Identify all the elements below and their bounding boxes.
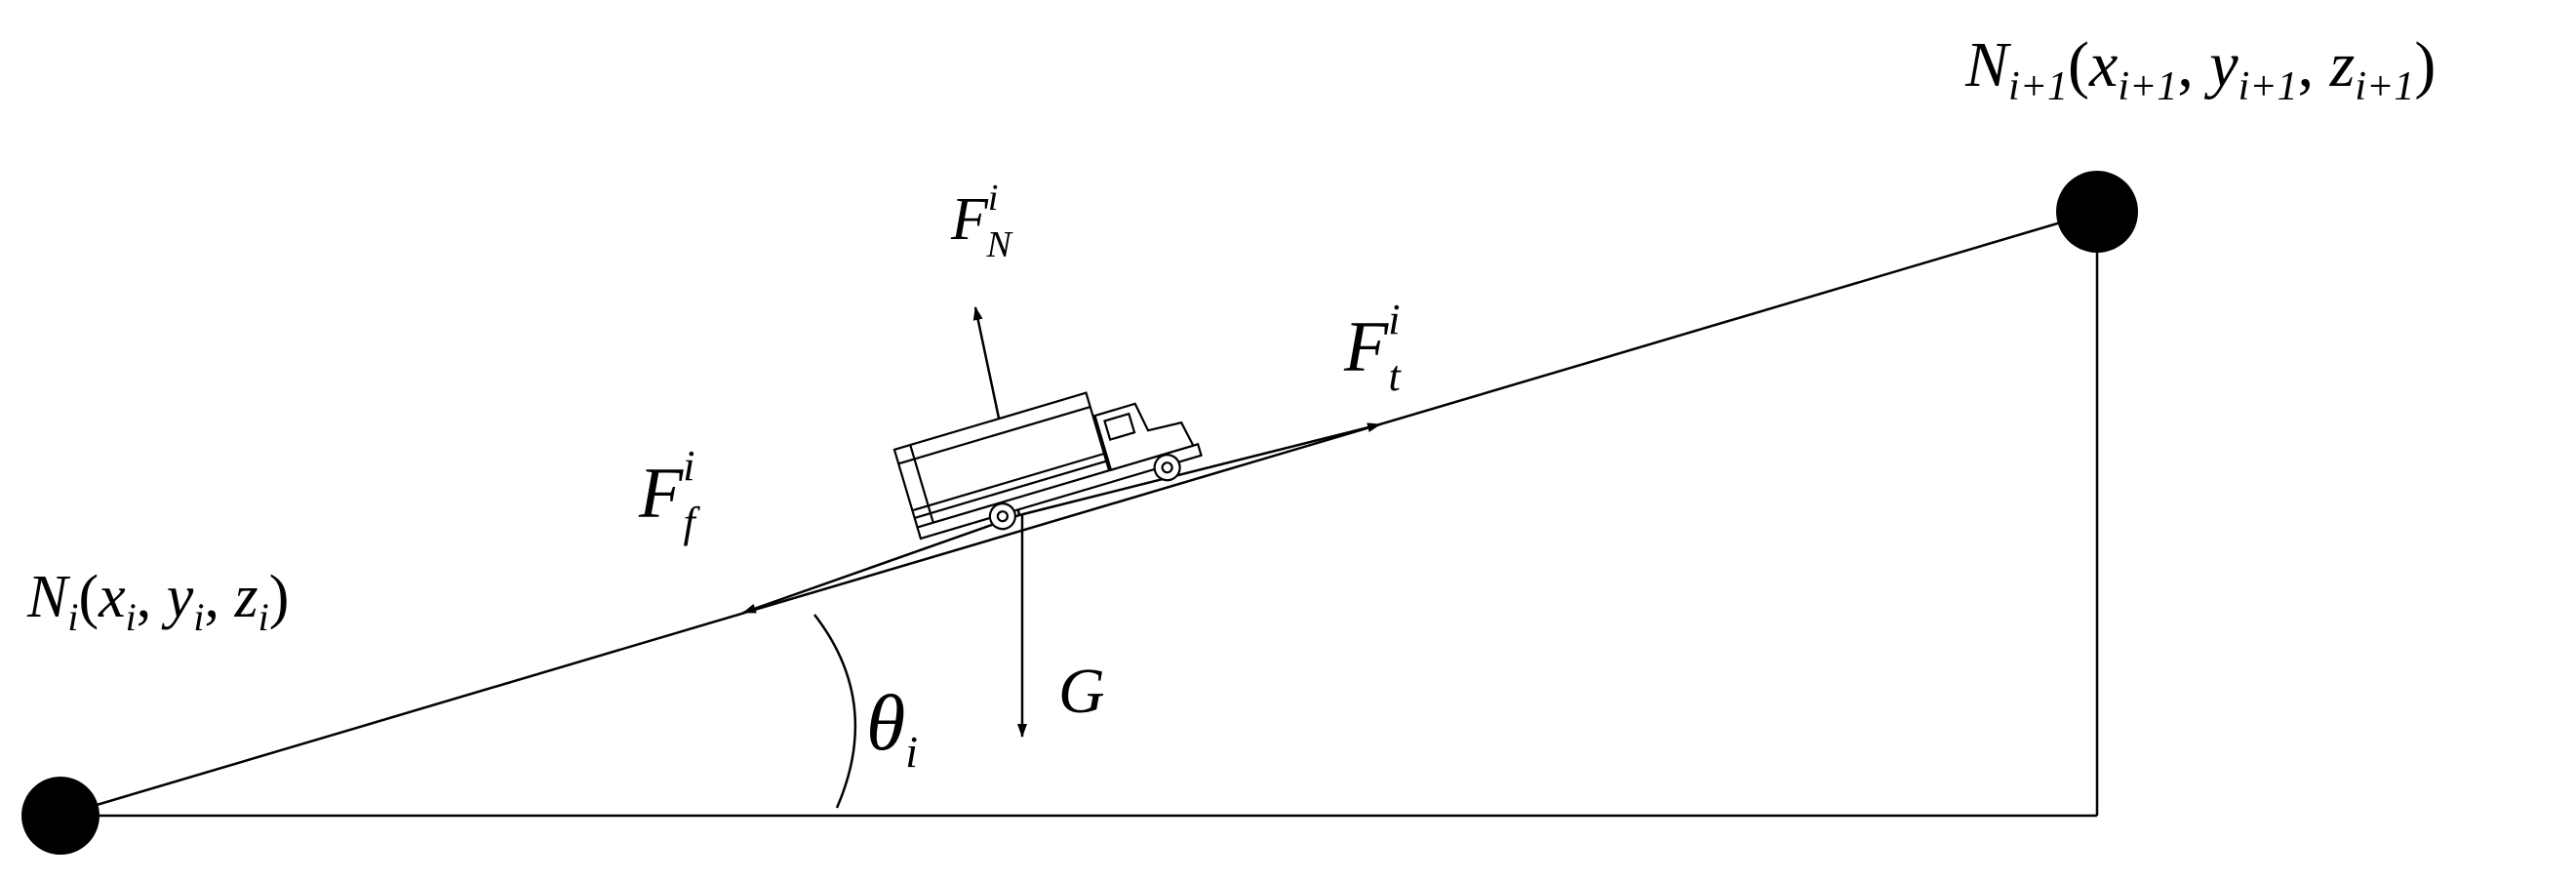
angle-arc (813, 614, 857, 809)
friction-force-arrow (742, 513, 1020, 615)
slope-line (59, 210, 2098, 818)
gravity-label: G (1058, 656, 1105, 727)
truck-icon (892, 391, 1203, 541)
angle-label: θi (866, 678, 918, 777)
node-start-dot (21, 777, 99, 855)
node-end-dot (2056, 171, 2138, 253)
node-end-label: Ni+1(xi+1, yi+1, zi+1) (1964, 29, 2436, 109)
traction-force-arrow (1018, 422, 1381, 517)
node-start-label: Ni(xi, yi, zi) (26, 564, 289, 639)
